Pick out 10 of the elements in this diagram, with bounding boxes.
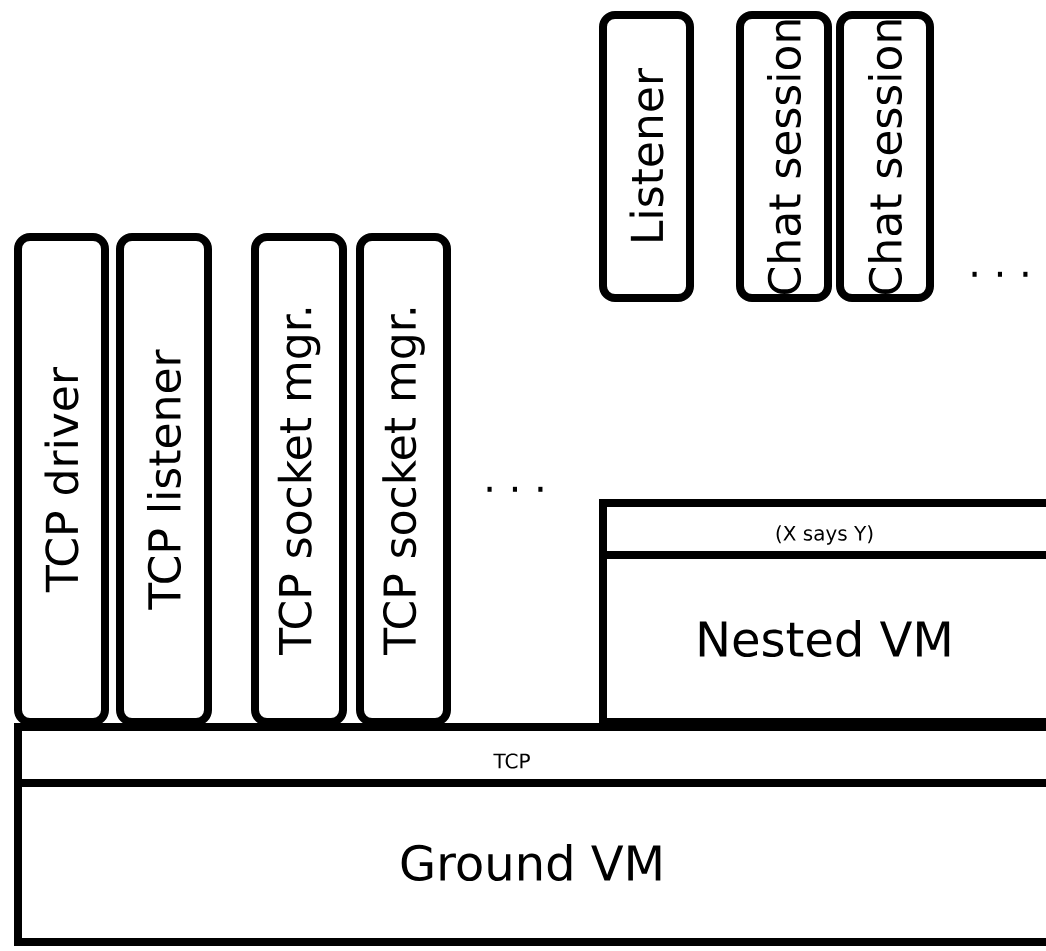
ellipsis: · · · — [972, 271, 1028, 277]
component-box: Listener — [599, 11, 694, 302]
component-box: TCP listener — [116, 233, 212, 726]
component-box: TCP socket mgr. — [251, 233, 347, 726]
component-box: TCP driver — [14, 233, 109, 726]
layer-box: Ground VM — [14, 779, 1046, 946]
component-box: Chat session — [836, 11, 934, 302]
component-box: Chat session — [736, 11, 832, 302]
component-box: TCP socket mgr. — [356, 233, 451, 726]
ellipsis: · · · — [487, 486, 543, 492]
